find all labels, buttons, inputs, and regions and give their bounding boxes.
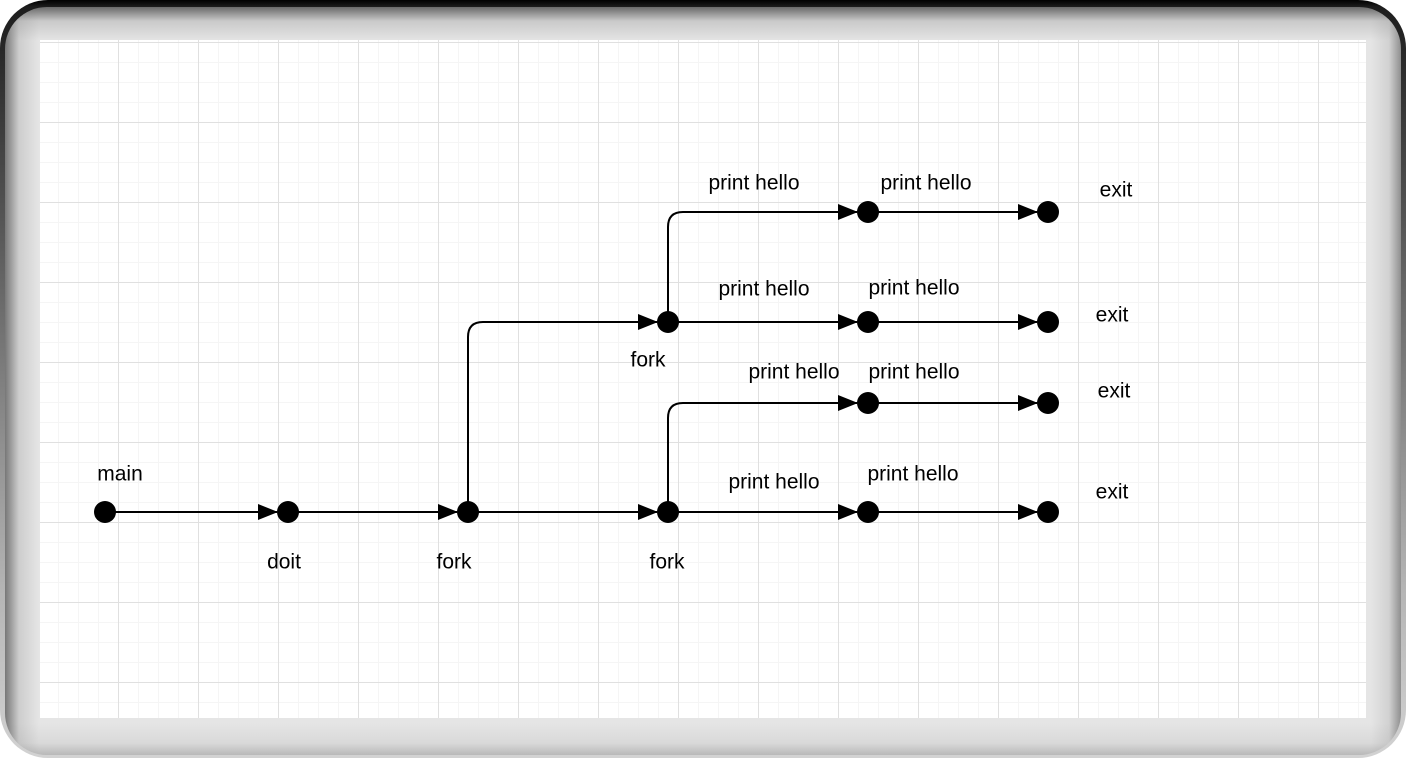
label-print-hello-1: print hello: [708, 172, 799, 195]
labels-layer: main doit fork fork fork print hello print hel…: [97, 172, 1132, 574]
process-dot-main-start: [94, 501, 116, 523]
label-print-hello-3: print hello: [718, 278, 809, 301]
process-dot-c2-exit-node: [1037, 392, 1059, 414]
process-dot-gc-print-node: [857, 201, 879, 223]
process-dot-c1-print-node: [857, 311, 879, 333]
process-dot-c1-exit-node: [1037, 311, 1059, 333]
process-dot-fork-3-node: [657, 311, 679, 333]
flow-arrow-fork2-branch-up: [667, 395, 858, 512]
process-dot-fork-2-node: [657, 501, 679, 523]
label-print-hello-5: print hello: [748, 361, 839, 384]
label-fork-2: fork: [649, 551, 685, 574]
edges-layer: [105, 204, 1038, 520]
label-main: main: [97, 463, 143, 486]
label-doit: doit: [267, 551, 301, 574]
label-exit-4: exit: [1096, 481, 1129, 504]
process-dot-p0-exit-node: [1037, 501, 1059, 523]
label-print-hello-7: print hello: [728, 471, 819, 494]
label-print-hello-8: print hello: [867, 463, 958, 486]
process-dot-c2-print-node: [857, 392, 879, 414]
label-print-hello-2: print hello: [880, 172, 971, 195]
process-dot-fork-1-node: [457, 501, 479, 523]
label-fork-1: fork: [436, 551, 472, 574]
nodes-layer: [94, 201, 1059, 523]
fork-process-diagram: main doit fork fork fork print hello print hel…: [94, 172, 1133, 574]
process-dot-p0-print-node: [857, 501, 879, 523]
process-dot-doit-node: [277, 501, 299, 523]
process-dot-gc-exit-node: [1037, 201, 1059, 223]
flow-arrow-fork3-branch-up: [667, 204, 858, 322]
label-fork-3: fork: [630, 349, 666, 372]
label-print-hello-4: print hello: [868, 277, 959, 300]
label-print-hello-6: print hello: [868, 361, 959, 384]
label-exit-1: exit: [1100, 179, 1133, 202]
whiteboard-grid-canvas: main doit fork fork fork print hello print hel…: [40, 40, 1366, 718]
label-exit-3: exit: [1098, 380, 1131, 403]
flow-arrow-fork1-branch-up: [467, 314, 658, 512]
label-exit-2: exit: [1096, 304, 1129, 327]
